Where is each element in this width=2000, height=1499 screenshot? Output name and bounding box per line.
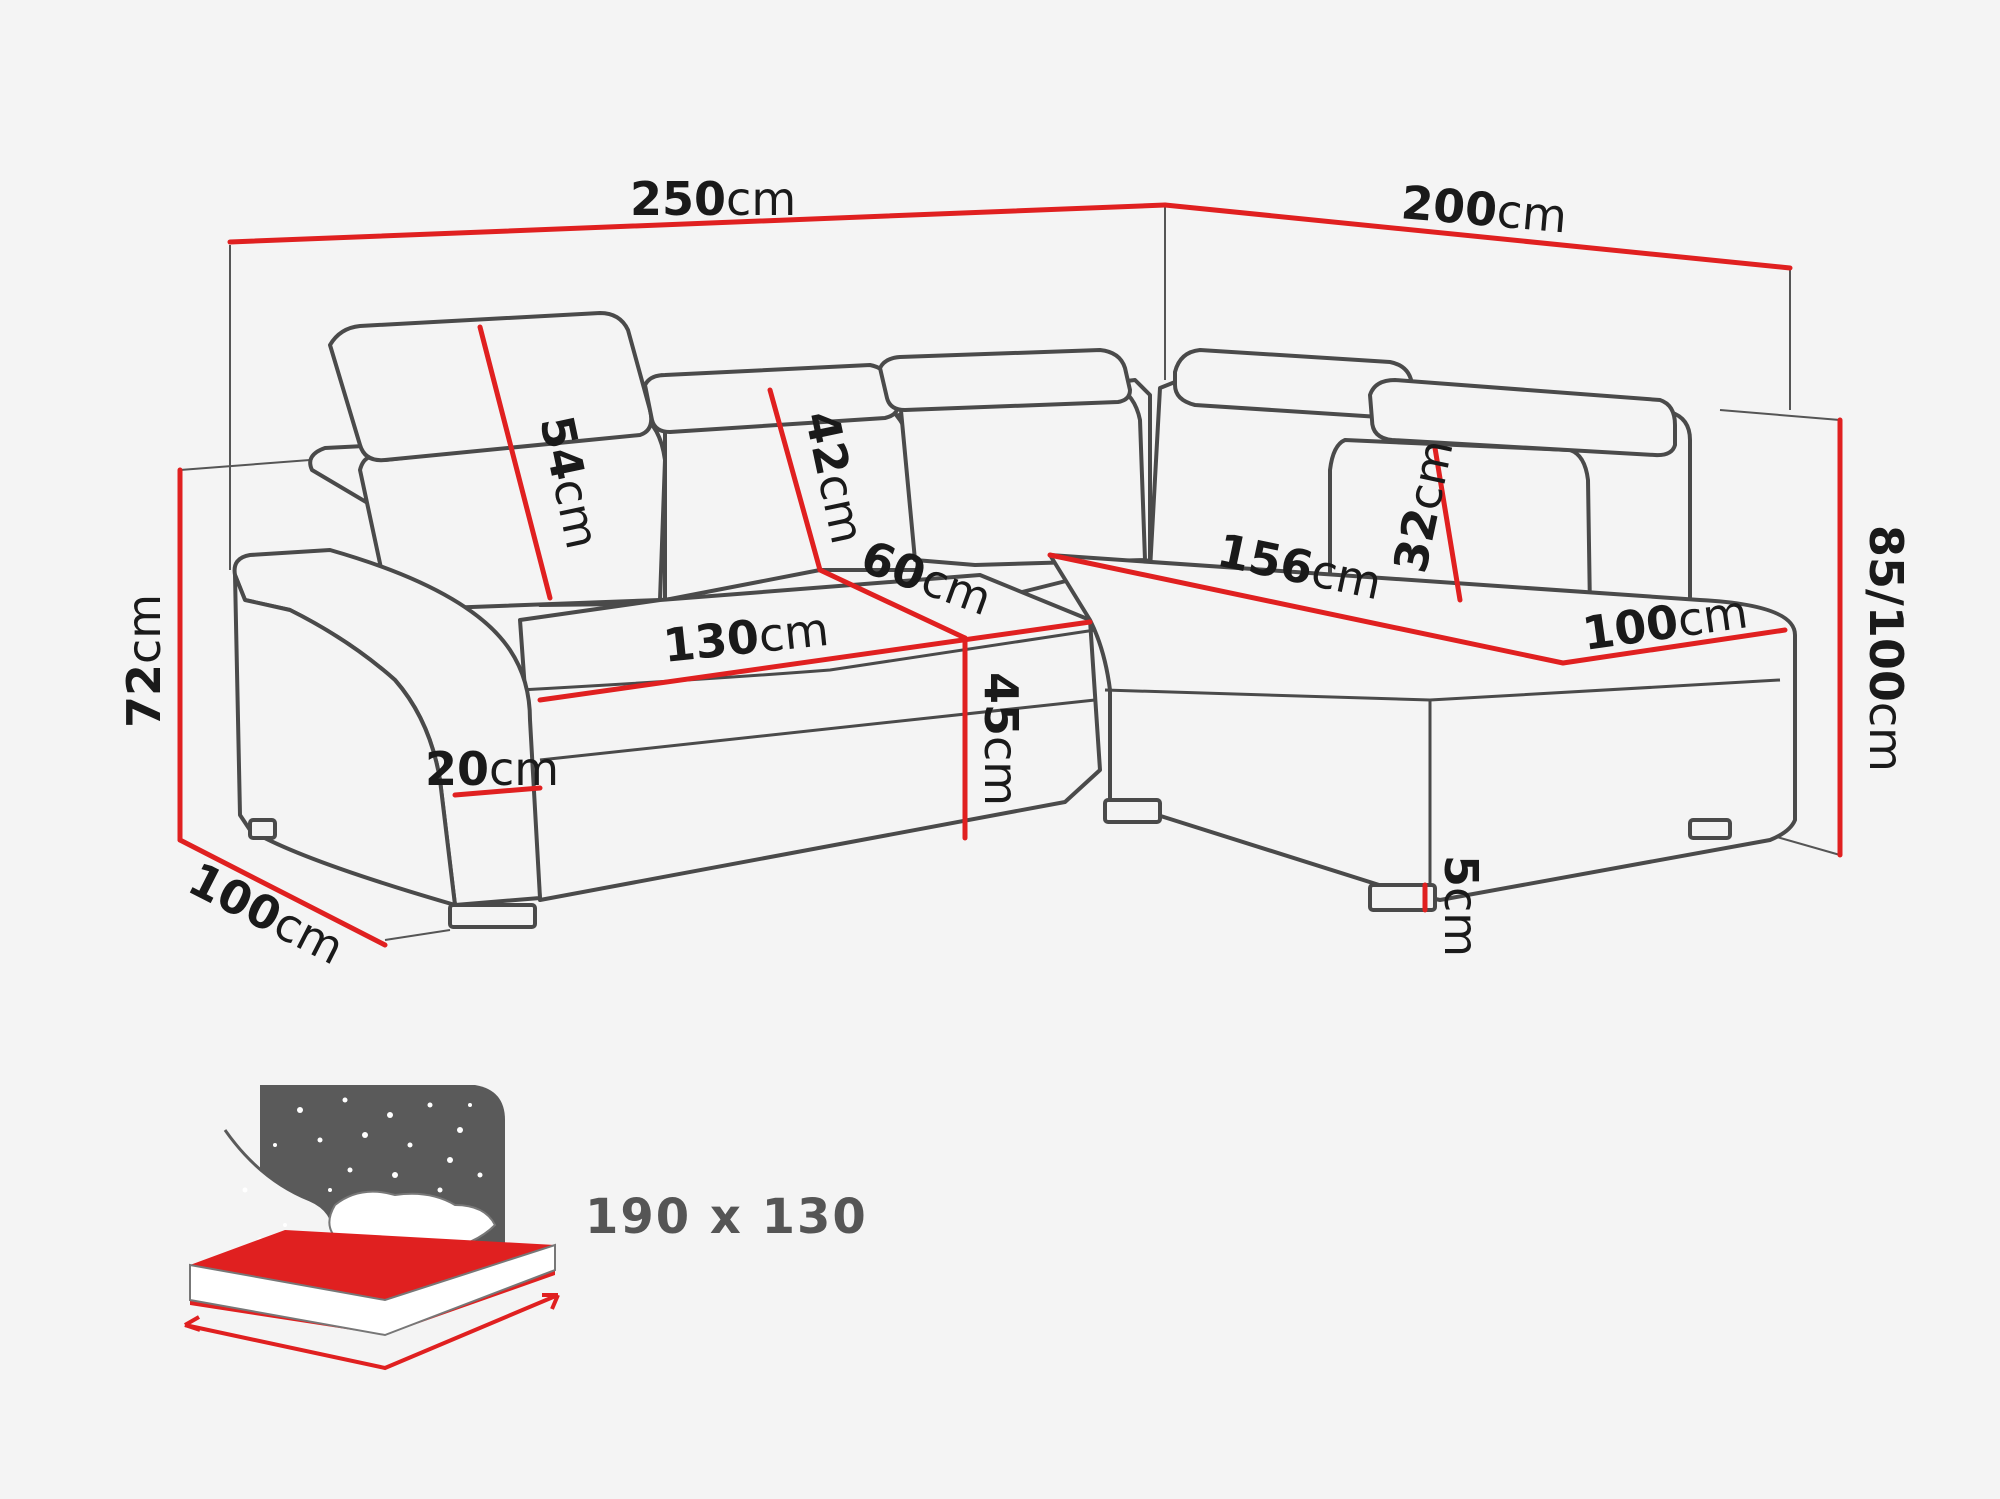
label-200: 200cm: [1399, 175, 1569, 243]
leg-chaise-inner: [1103, 798, 1162, 824]
back-cushion-corner: [898, 383, 1147, 567]
label-130: 130cm: [661, 602, 832, 673]
label-156: 156cm: [1213, 523, 1387, 610]
dim-line-60: [817, 567, 968, 641]
dim-line-100-chaise: [1560, 627, 1788, 666]
left-seat-block: [518, 573, 1102, 902]
label-42: 42cm: [794, 406, 875, 548]
dim-line-100-depth: [177, 837, 388, 948]
right-headrest-2: [1368, 378, 1677, 458]
label-100-chaise: 100cm: [1579, 584, 1751, 661]
label-5: 5cm: [1434, 855, 1488, 957]
chaise-block: [1048, 553, 1797, 902]
extension-lines: [179, 205, 1841, 941]
seat-front-seam: [539, 698, 1096, 762]
dim-line-42: [767, 387, 823, 573]
bed-night-icon: [184, 1085, 560, 1371]
left-headrest: [328, 311, 654, 463]
label-20: 20cm: [425, 742, 559, 796]
dim-line-250: [227, 202, 1168, 245]
leg-chaise-back: [1688, 818, 1732, 840]
leg-chaise-front: [1368, 883, 1437, 912]
left-armrest-front: [233, 573, 457, 907]
dim-line-130: [537, 619, 1093, 703]
label-72: 72cm: [117, 594, 171, 728]
dim-line-54: [477, 324, 553, 601]
middle-headrest-2: [878, 348, 1132, 412]
dim-line-156: [1047, 552, 1566, 666]
leg-front-left: [448, 903, 537, 929]
dim-line-32: [1432, 445, 1463, 603]
leg-back-left: [248, 818, 277, 840]
dim-line-200: [1162, 202, 1793, 271]
label-85-100: 85/100cm: [1859, 525, 1913, 772]
label-100-depth: 100cm: [180, 852, 353, 976]
dimension-lines: [177, 202, 1843, 948]
label-45: 45cm: [974, 672, 1028, 806]
dim-line-20: [452, 785, 543, 798]
label-250: 250cm: [630, 172, 796, 226]
sleeping-area-label: 190 x 130: [585, 1189, 868, 1245]
